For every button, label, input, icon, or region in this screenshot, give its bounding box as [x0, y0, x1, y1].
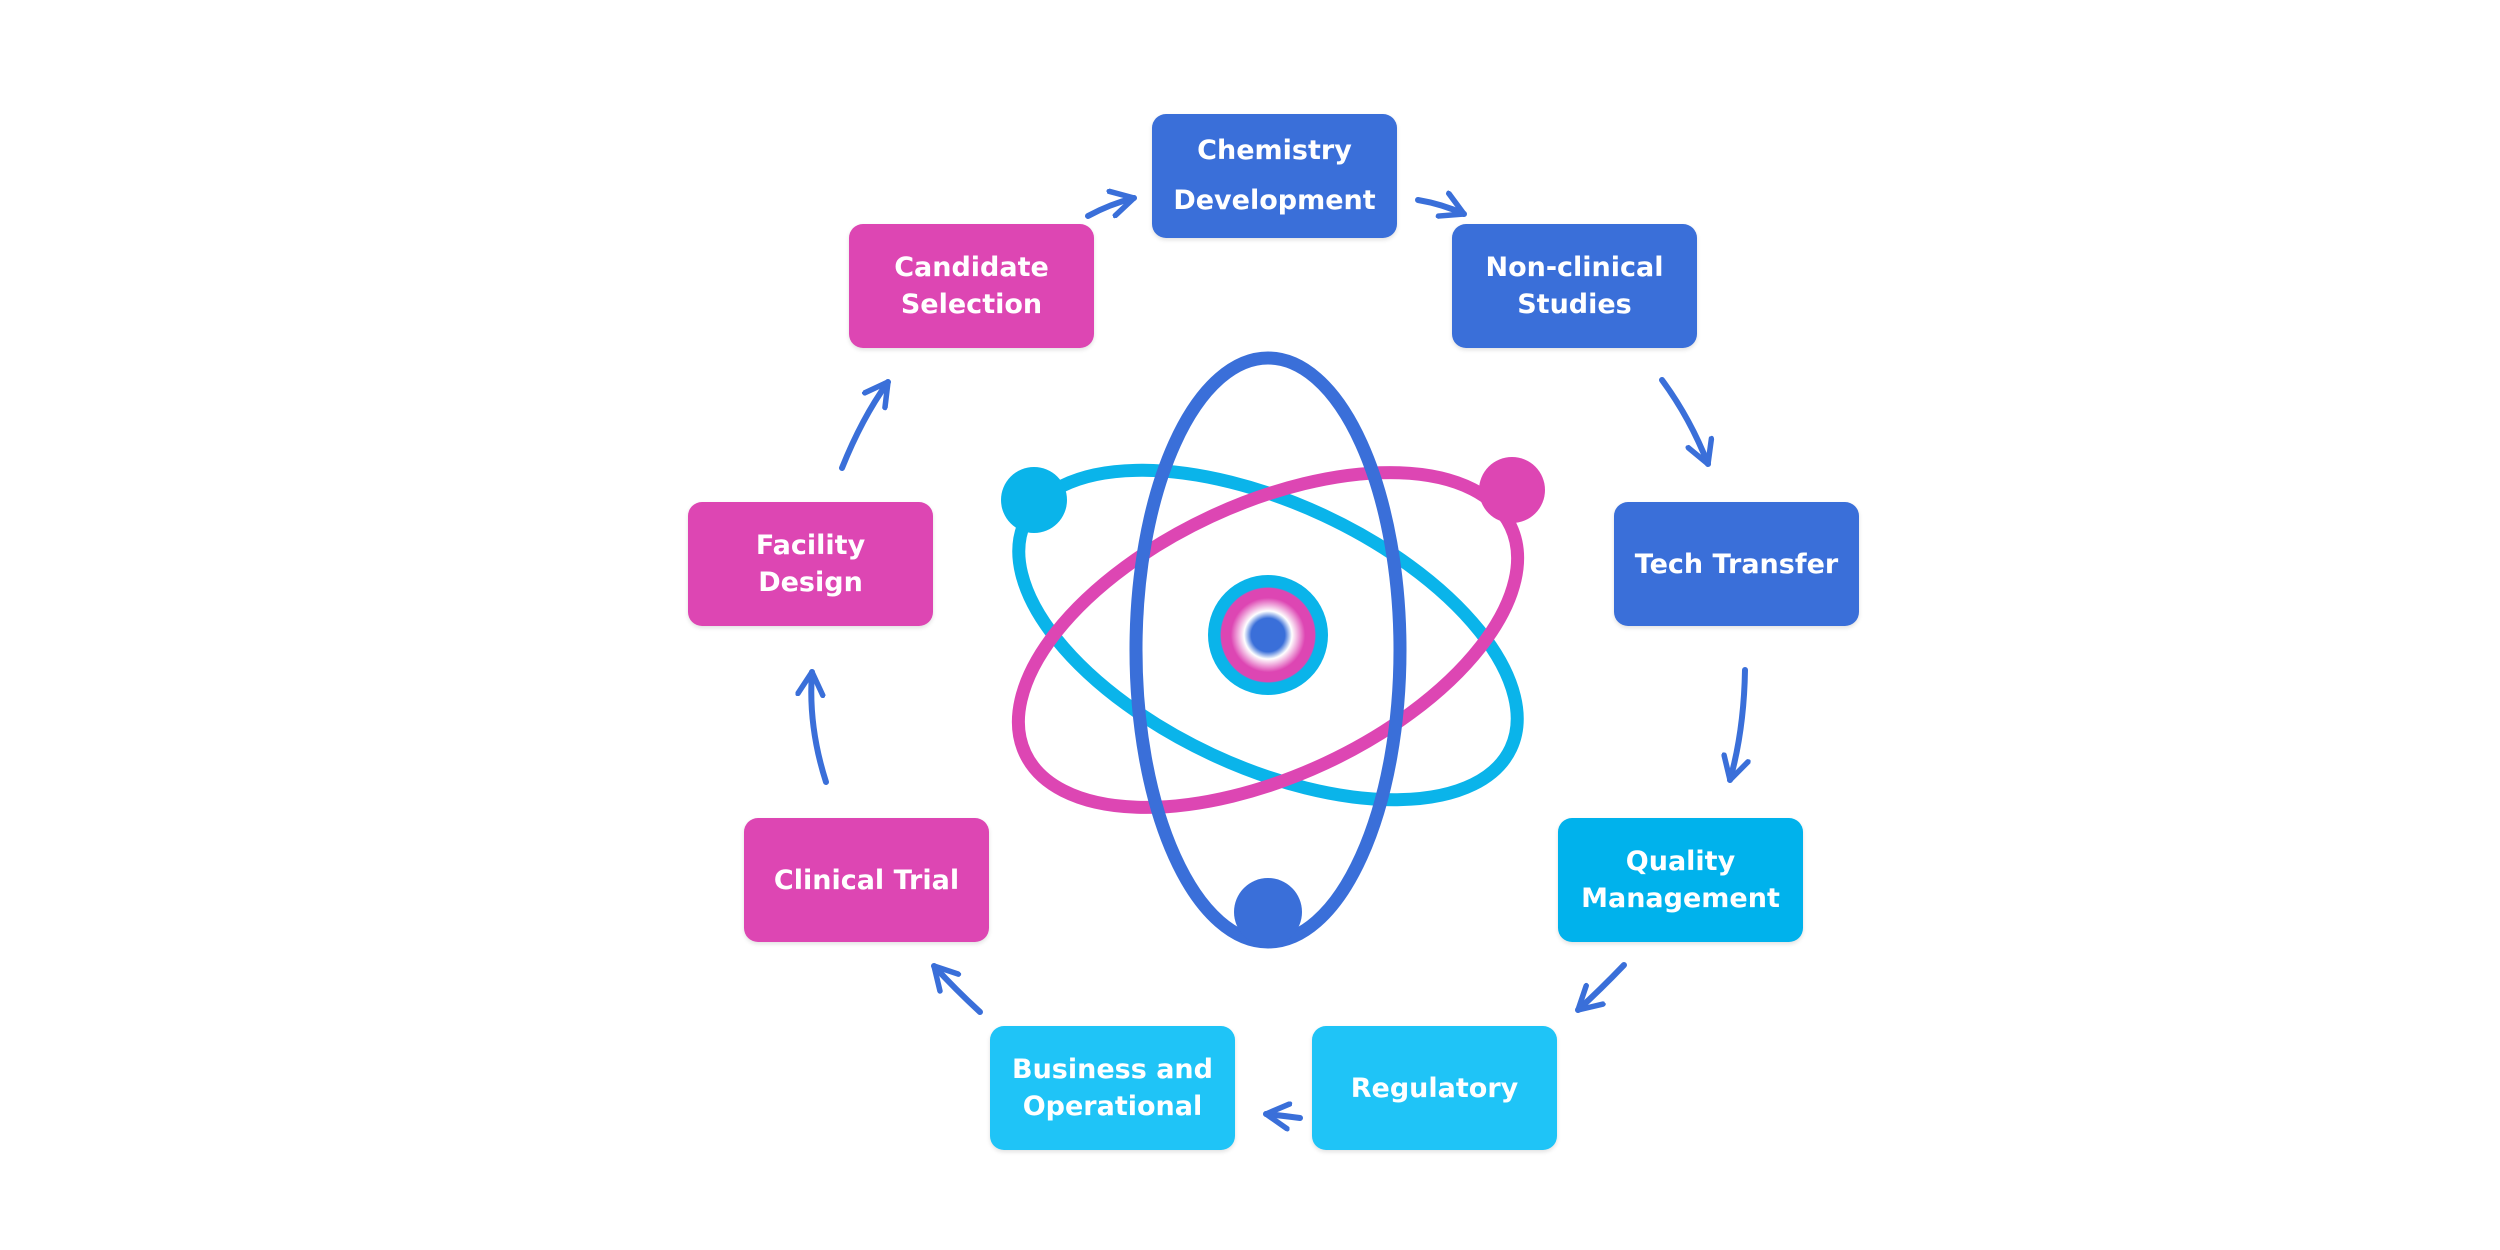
node-quality-management: Quality Management	[1558, 818, 1803, 942]
arrow-clinical-to-facility	[811, 669, 829, 785]
arrow-candidate-to-chemistry	[1085, 198, 1137, 219]
nucleus	[1208, 575, 1328, 695]
orbit-magenta	[1011, 466, 1525, 814]
arrow-tech-to-quality	[1730, 667, 1745, 783]
electron-magenta	[1479, 457, 1545, 523]
node-tech-transfer: Tech Transfer	[1614, 502, 1859, 626]
node-business-and-operational: Business and Operational	[990, 1026, 1235, 1150]
arrow-facility-to-candidate	[839, 379, 891, 471]
node-candidate-selection: Candidate Selection	[849, 224, 1094, 348]
arrow-business-to-clinical	[931, 963, 983, 1015]
electron-cyan	[1001, 467, 1067, 533]
arrow-nonclinical-to-tech	[1659, 377, 1708, 467]
node-regulatory: Regulatory	[1312, 1026, 1557, 1150]
arrow-regulatory-to-business	[1263, 1114, 1303, 1118]
arrow-chemistry-to-nonclinical	[1415, 200, 1467, 214]
node-clinical-trial: Clinical Trial	[744, 818, 989, 942]
node-facility-design: Facility Design	[688, 502, 933, 626]
arrow-quality-to-regulatory	[1575, 962, 1627, 1013]
electron-blue	[1234, 878, 1302, 946]
node-non-clinical-studies: Non-clinical Studies	[1452, 224, 1697, 348]
node-chemistry-development: Chemistry Development	[1152, 114, 1397, 238]
